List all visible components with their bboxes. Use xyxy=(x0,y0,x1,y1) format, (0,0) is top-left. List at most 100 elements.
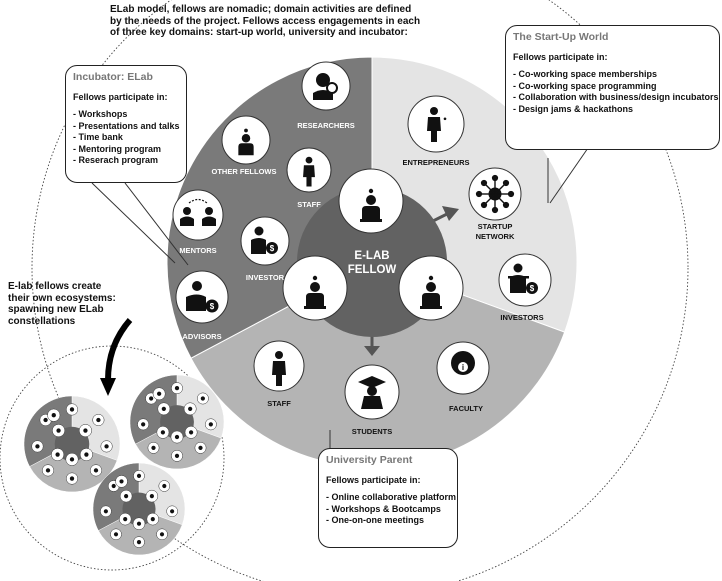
university-item: Workshops & Bootcamps xyxy=(326,504,450,516)
startup-network-node xyxy=(468,167,522,221)
mini-node-icon xyxy=(141,422,146,427)
mini-node-icon xyxy=(200,396,205,401)
staff-incubator-node xyxy=(286,147,332,193)
incubator-lead: Fellows participate in: xyxy=(73,91,168,102)
advisors-node: $ xyxy=(175,270,229,324)
mini-node-icon xyxy=(208,422,213,427)
mentors-node xyxy=(172,189,224,241)
mini-node-icon xyxy=(104,444,109,449)
staff-university-label: STAFF xyxy=(267,399,291,408)
university-list: Online collaborative platform Workshops … xyxy=(326,492,457,527)
arrow-head-university xyxy=(364,346,380,356)
mentors-icon xyxy=(180,198,216,226)
university-title: University Parent xyxy=(326,454,413,466)
mini-node-icon xyxy=(188,406,193,411)
incubator-item: Presentations and talks xyxy=(73,121,180,133)
mini-node-icon xyxy=(55,452,60,457)
staff-university-node xyxy=(253,340,305,392)
faculty-icon: i xyxy=(451,351,475,375)
ecosystems-note-line-2: their own ecosystems: xyxy=(8,292,116,304)
mini-node-icon xyxy=(51,413,56,418)
students-label: STUDENTS xyxy=(352,427,392,436)
fellow-top xyxy=(338,168,404,234)
mini-node-icon xyxy=(174,386,180,391)
incubator-title: Incubator: ELab xyxy=(73,71,153,83)
header-line-2: by the needs of the project. Fellows acc… xyxy=(110,15,421,27)
ecosystems-note-line-4: constellations xyxy=(8,315,76,327)
ecosystems-note-line-1: E-lab fellows create xyxy=(8,281,102,292)
mini-node-icon xyxy=(83,428,88,433)
incubator-item: Workshops xyxy=(73,109,179,121)
incubator-list: Workshops Presentations and talks Time b… xyxy=(73,109,180,167)
mini-node-icon xyxy=(149,494,154,499)
university-lead: Fellows participate in: xyxy=(326,474,421,485)
entrepreneurs-label: ENTREPRENEURS xyxy=(402,158,469,167)
researchers-label: RESEARCHERS xyxy=(297,121,355,130)
investor-icon: $ xyxy=(251,226,278,254)
mini-node-icon xyxy=(113,532,119,537)
incubator-callout-line xyxy=(91,182,176,264)
mini-node-icon xyxy=(170,509,175,514)
ecosystems-note: E-lab fellows create their own ecosystem… xyxy=(8,281,116,327)
investors-icon: $ xyxy=(508,263,538,294)
mini-node-icon xyxy=(150,517,155,522)
mini-node-icon xyxy=(162,483,167,489)
university-item: One-on-one meetings xyxy=(326,515,450,527)
mini-node-icon xyxy=(45,468,51,473)
header-line-1: ELab model, fellows are nomadic; domain … xyxy=(110,4,412,15)
mini-node-icon xyxy=(103,509,108,514)
spawn-arrow-head xyxy=(100,378,116,396)
investors-label: INVESTORS xyxy=(500,313,543,322)
investor-label: INVESTOR xyxy=(246,273,285,282)
startup-callout-line-2 xyxy=(549,147,589,204)
incubator-item: Reserach program xyxy=(73,155,179,167)
incubator-callout-line-2 xyxy=(124,182,189,266)
advisors-label: ADVISORS xyxy=(182,332,221,341)
university-callout: University Parent Fellows participate in… xyxy=(318,448,458,548)
entrepreneurs-node xyxy=(407,95,465,153)
mini-node-icon xyxy=(157,391,162,396)
mini-node-icon xyxy=(198,445,203,450)
startup-item: Co-working space programming xyxy=(513,81,712,93)
mini-node-icon xyxy=(69,476,75,481)
startup-network-label-1: STARTUP xyxy=(478,222,513,231)
network-icon xyxy=(475,174,515,214)
mini-node-icon xyxy=(159,532,165,537)
mini-node-icon xyxy=(174,453,180,458)
mini-constellation-2 xyxy=(129,374,225,470)
startup-lead: Fellows participate in: xyxy=(513,51,608,62)
header-line-3: of three key domains: start-up world, un… xyxy=(110,27,408,38)
mentors-label: MENTORS xyxy=(179,246,216,255)
staff-incubator-label: STAFF xyxy=(297,200,321,209)
other-fellows-node xyxy=(221,115,271,165)
researcher-icon xyxy=(313,73,338,100)
ecosystems-note-line-3: spawning new ELab xyxy=(8,304,104,315)
advisors-icon: $ xyxy=(186,281,219,313)
mini-node-icon xyxy=(35,444,40,449)
incubator-item: Time bank xyxy=(73,132,179,144)
mini-node-icon xyxy=(136,521,142,526)
faculty-node: i xyxy=(436,341,490,395)
mini-node-icon xyxy=(188,430,194,435)
mini-node-icon xyxy=(149,396,154,401)
svg-text:i: i xyxy=(462,363,464,372)
startup-title: The Start-Up World xyxy=(513,31,609,43)
mini-node-icon xyxy=(56,428,61,433)
fellow-right xyxy=(398,255,464,321)
center-label-line2: FELLOW xyxy=(348,264,397,276)
investor-node: $ xyxy=(240,216,290,266)
header-text: ELab model, fellows are nomadic; domain … xyxy=(110,4,420,39)
center-label-line1: E-LAB xyxy=(354,250,389,262)
mini-node-icon xyxy=(161,406,166,411)
mini-constellation-3 xyxy=(92,462,186,556)
faculty-label: FACULTY xyxy=(449,404,483,413)
startup-callout: The Start-Up World Fellows participate i… xyxy=(505,25,720,150)
mini-node-icon xyxy=(111,483,116,489)
mini-node-icon xyxy=(160,430,166,435)
mini-node-icon xyxy=(136,540,142,545)
mini-constellation-1 xyxy=(23,395,121,493)
students-node xyxy=(344,364,400,420)
mini-node-icon xyxy=(136,473,142,478)
fellow-left xyxy=(282,255,348,321)
mini-node-icon xyxy=(93,468,99,473)
